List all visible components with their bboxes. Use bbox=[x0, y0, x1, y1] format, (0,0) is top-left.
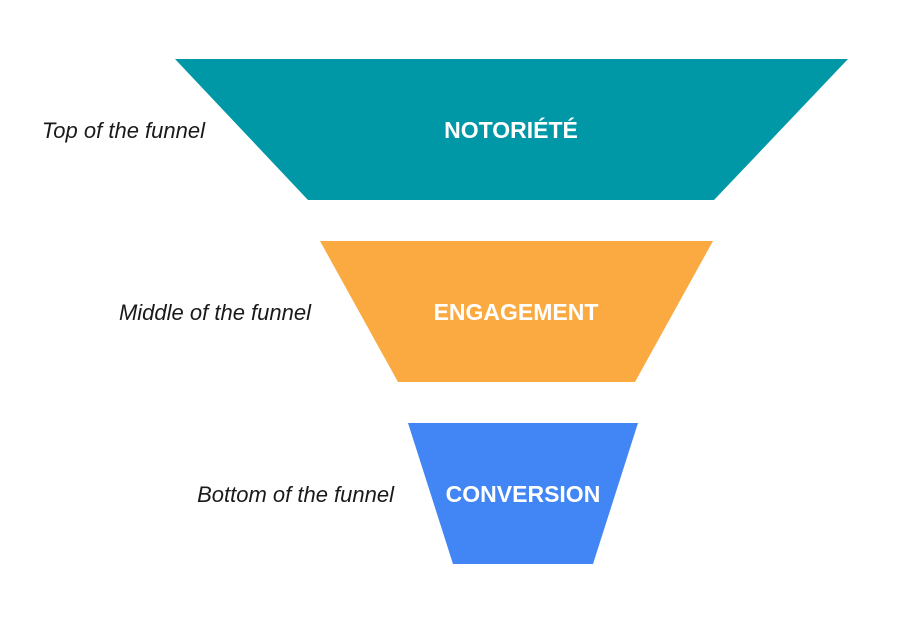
funnel-stage-top-label: NOTORIÉTÉ bbox=[444, 116, 578, 143]
funnel-stage-top-shape bbox=[175, 59, 848, 200]
funnel-stage-bottom: CONVERSION bbox=[408, 423, 638, 564]
funnel-stage-middle: ENGAGEMENT bbox=[320, 241, 713, 382]
side-label-middle: Middle of the funnel bbox=[119, 300, 312, 325]
funnel-stage-top: NOTORIÉTÉ bbox=[175, 59, 848, 200]
side-label-bottom: Bottom of the funnel bbox=[197, 482, 395, 507]
funnel-stage-bottom-shape bbox=[408, 423, 638, 564]
funnel-stage-bottom-label: CONVERSION bbox=[446, 481, 601, 507]
side-label-top: Top of the funnel bbox=[42, 118, 206, 143]
funnel-stage-middle-shape bbox=[320, 241, 713, 382]
funnel-stage-middle-label: ENGAGEMENT bbox=[434, 299, 599, 325]
